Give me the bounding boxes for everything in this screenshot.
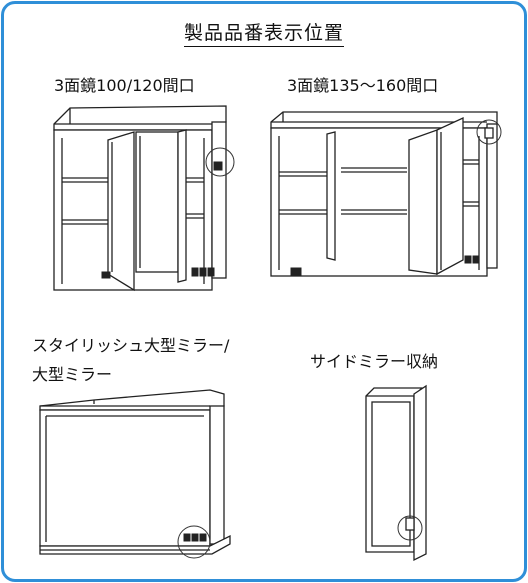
illustration-side-mirror bbox=[365, 384, 427, 562]
page-title: 製品品番表示位置 bbox=[4, 18, 524, 47]
label-stylish-mirror-line1: スタイリッシュ大型ミラー/ bbox=[32, 336, 230, 355]
label-side-mirror: サイドミラー収納 bbox=[310, 352, 439, 371]
label-stylish-mirror-line2: 大型ミラー bbox=[32, 365, 113, 384]
illustration-stylish-mirror bbox=[39, 389, 231, 559]
illustration-3men-100-120 bbox=[53, 105, 235, 292]
illustration-3men-135-160 bbox=[270, 111, 502, 277]
label-3men-135-160: 3面鏡135〜160間口 bbox=[287, 76, 439, 95]
label-3men-100-120: 3面鏡100/120間口 bbox=[54, 76, 195, 95]
